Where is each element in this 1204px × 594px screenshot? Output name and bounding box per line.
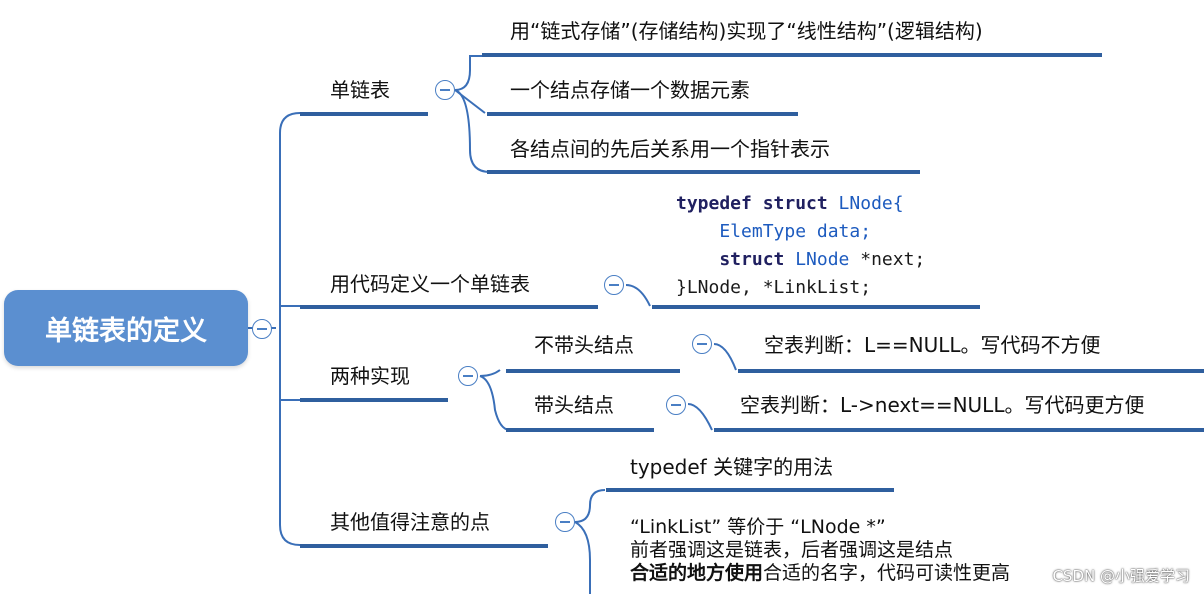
- collapse-icon[interactable]: [252, 319, 272, 339]
- node-no-head-detail[interactable]: 空表判断：L==NULL。写代码不方便: [764, 333, 1101, 357]
- root-node[interactable]: 单链表的定义: [4, 290, 248, 366]
- node-pointer[interactable]: 各结点间的先后关系用一个指针表示: [510, 137, 830, 161]
- node-with-head[interactable]: 带头结点: [534, 393, 614, 417]
- node-two-impl[interactable]: 两种实现: [330, 364, 410, 388]
- node-no-head[interactable]: 不带头结点: [534, 333, 634, 357]
- node-with-head-detail[interactable]: 空表判断：L->next==NULL。写代码更方便: [740, 393, 1145, 417]
- collapse-icon[interactable]: [555, 512, 575, 532]
- collapse-icon[interactable]: [692, 334, 712, 354]
- watermark: CSDN @小强爱学习: [1052, 567, 1190, 585]
- collapse-icon[interactable]: [604, 275, 624, 295]
- code-block: typedef struct LNode{ ElemType data; str…: [676, 193, 926, 298]
- node-single-list[interactable]: 单链表: [330, 78, 390, 102]
- node-linklist-note[interactable]: “LinkList” 等价于 “LNode *” 前者强调这是链表，后者强调这是…: [630, 516, 1011, 584]
- collapse-icon[interactable]: [435, 80, 455, 100]
- collapse-icon[interactable]: [458, 366, 478, 386]
- node-definition[interactable]: 用“链式存储”(存储结构)实现了“线性结构”(逻辑结构): [510, 19, 983, 43]
- node-code-def[interactable]: 用代码定义一个单链表: [330, 272, 530, 296]
- collapse-icon[interactable]: [666, 395, 686, 415]
- node-notes[interactable]: 其他值得注意的点: [330, 510, 490, 534]
- node-element[interactable]: 一个结点存储一个数据元素: [510, 78, 750, 102]
- node-typedef[interactable]: typedef 关键字的用法: [630, 455, 834, 479]
